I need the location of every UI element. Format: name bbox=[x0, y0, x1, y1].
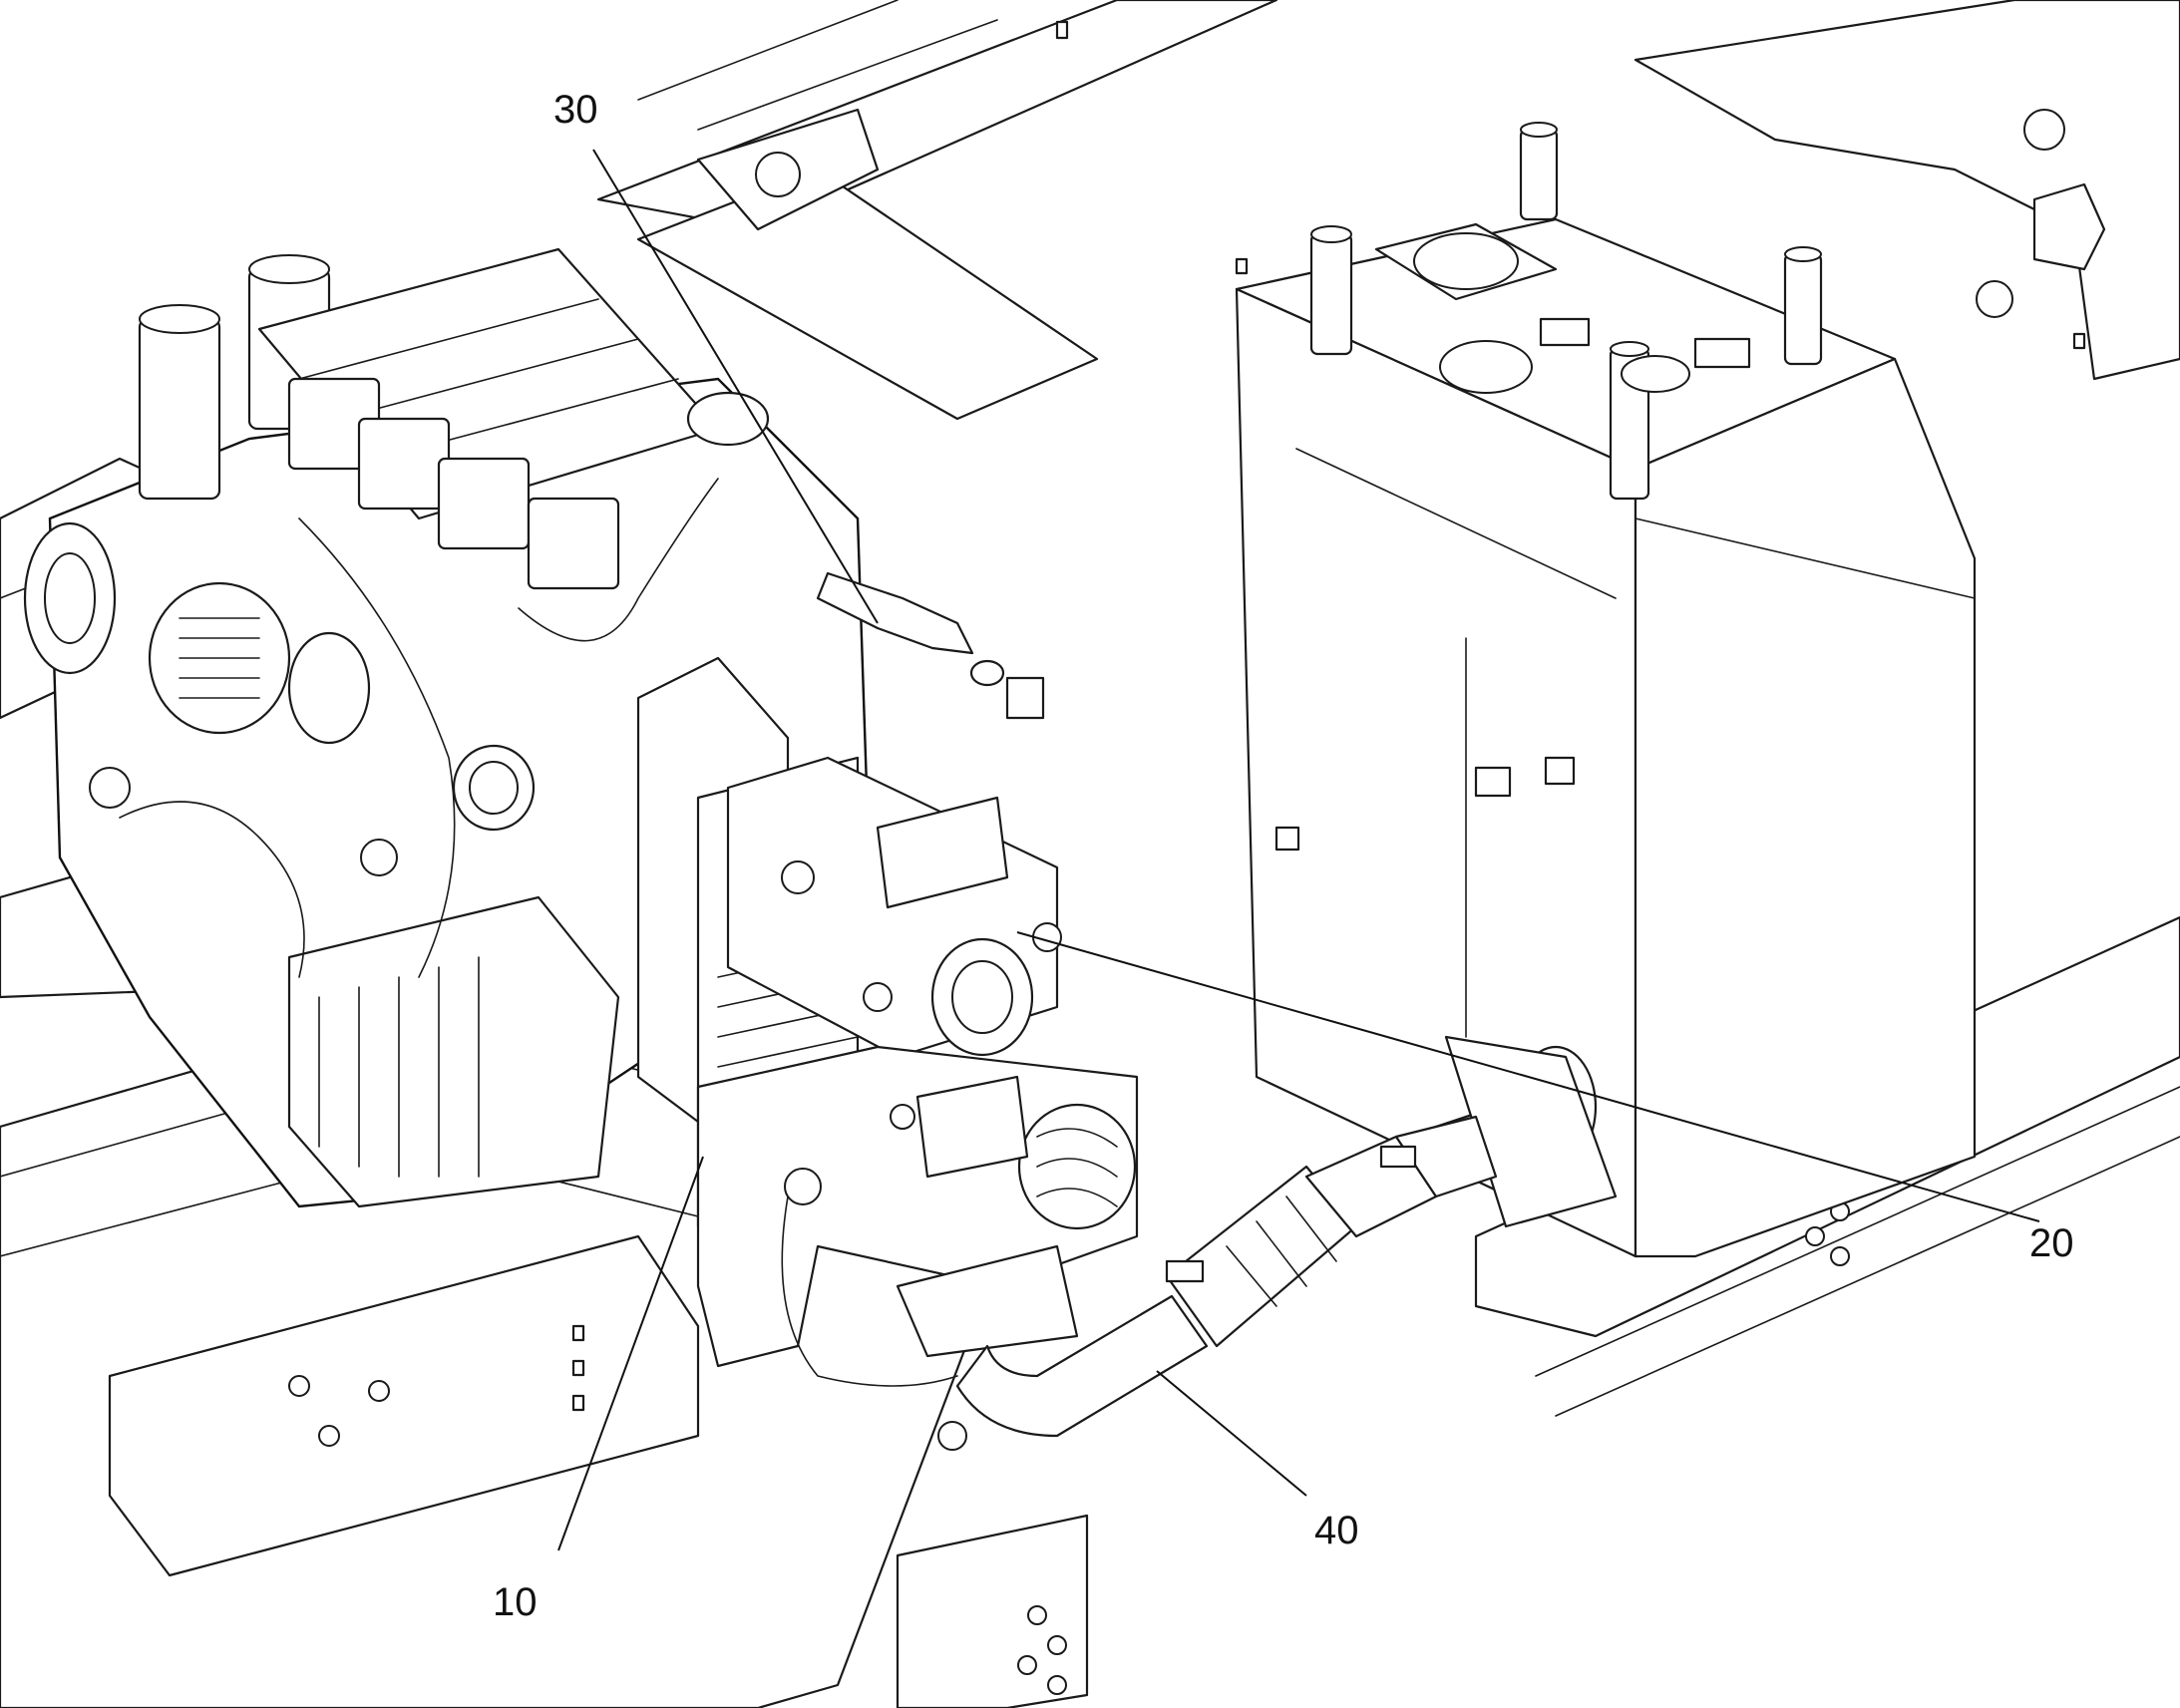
hydraulic-pump-assembly bbox=[636, 656, 1139, 1387]
fitting-assembly bbox=[816, 571, 1005, 687]
frame-studs bbox=[571, 20, 2086, 1412]
leader-line-10 bbox=[557, 1156, 704, 1551]
callout-20: 20 bbox=[2029, 1221, 2074, 1265]
leader-line-40 bbox=[1156, 1370, 1307, 1497]
callout-40: 40 bbox=[1314, 1509, 1359, 1552]
suction-hose bbox=[937, 1115, 1498, 1451]
callout-10: 10 bbox=[493, 1580, 538, 1624]
engine bbox=[23, 247, 870, 1208]
callout-labels: 30 20 10 40 bbox=[493, 88, 2074, 1624]
tank-housing bbox=[1005, 122, 1977, 1258]
leader-lines bbox=[557, 149, 2040, 1551]
callout-30: 30 bbox=[553, 88, 598, 132]
leader-line-30 bbox=[592, 149, 879, 624]
leader-line-20 bbox=[1016, 931, 2040, 1222]
